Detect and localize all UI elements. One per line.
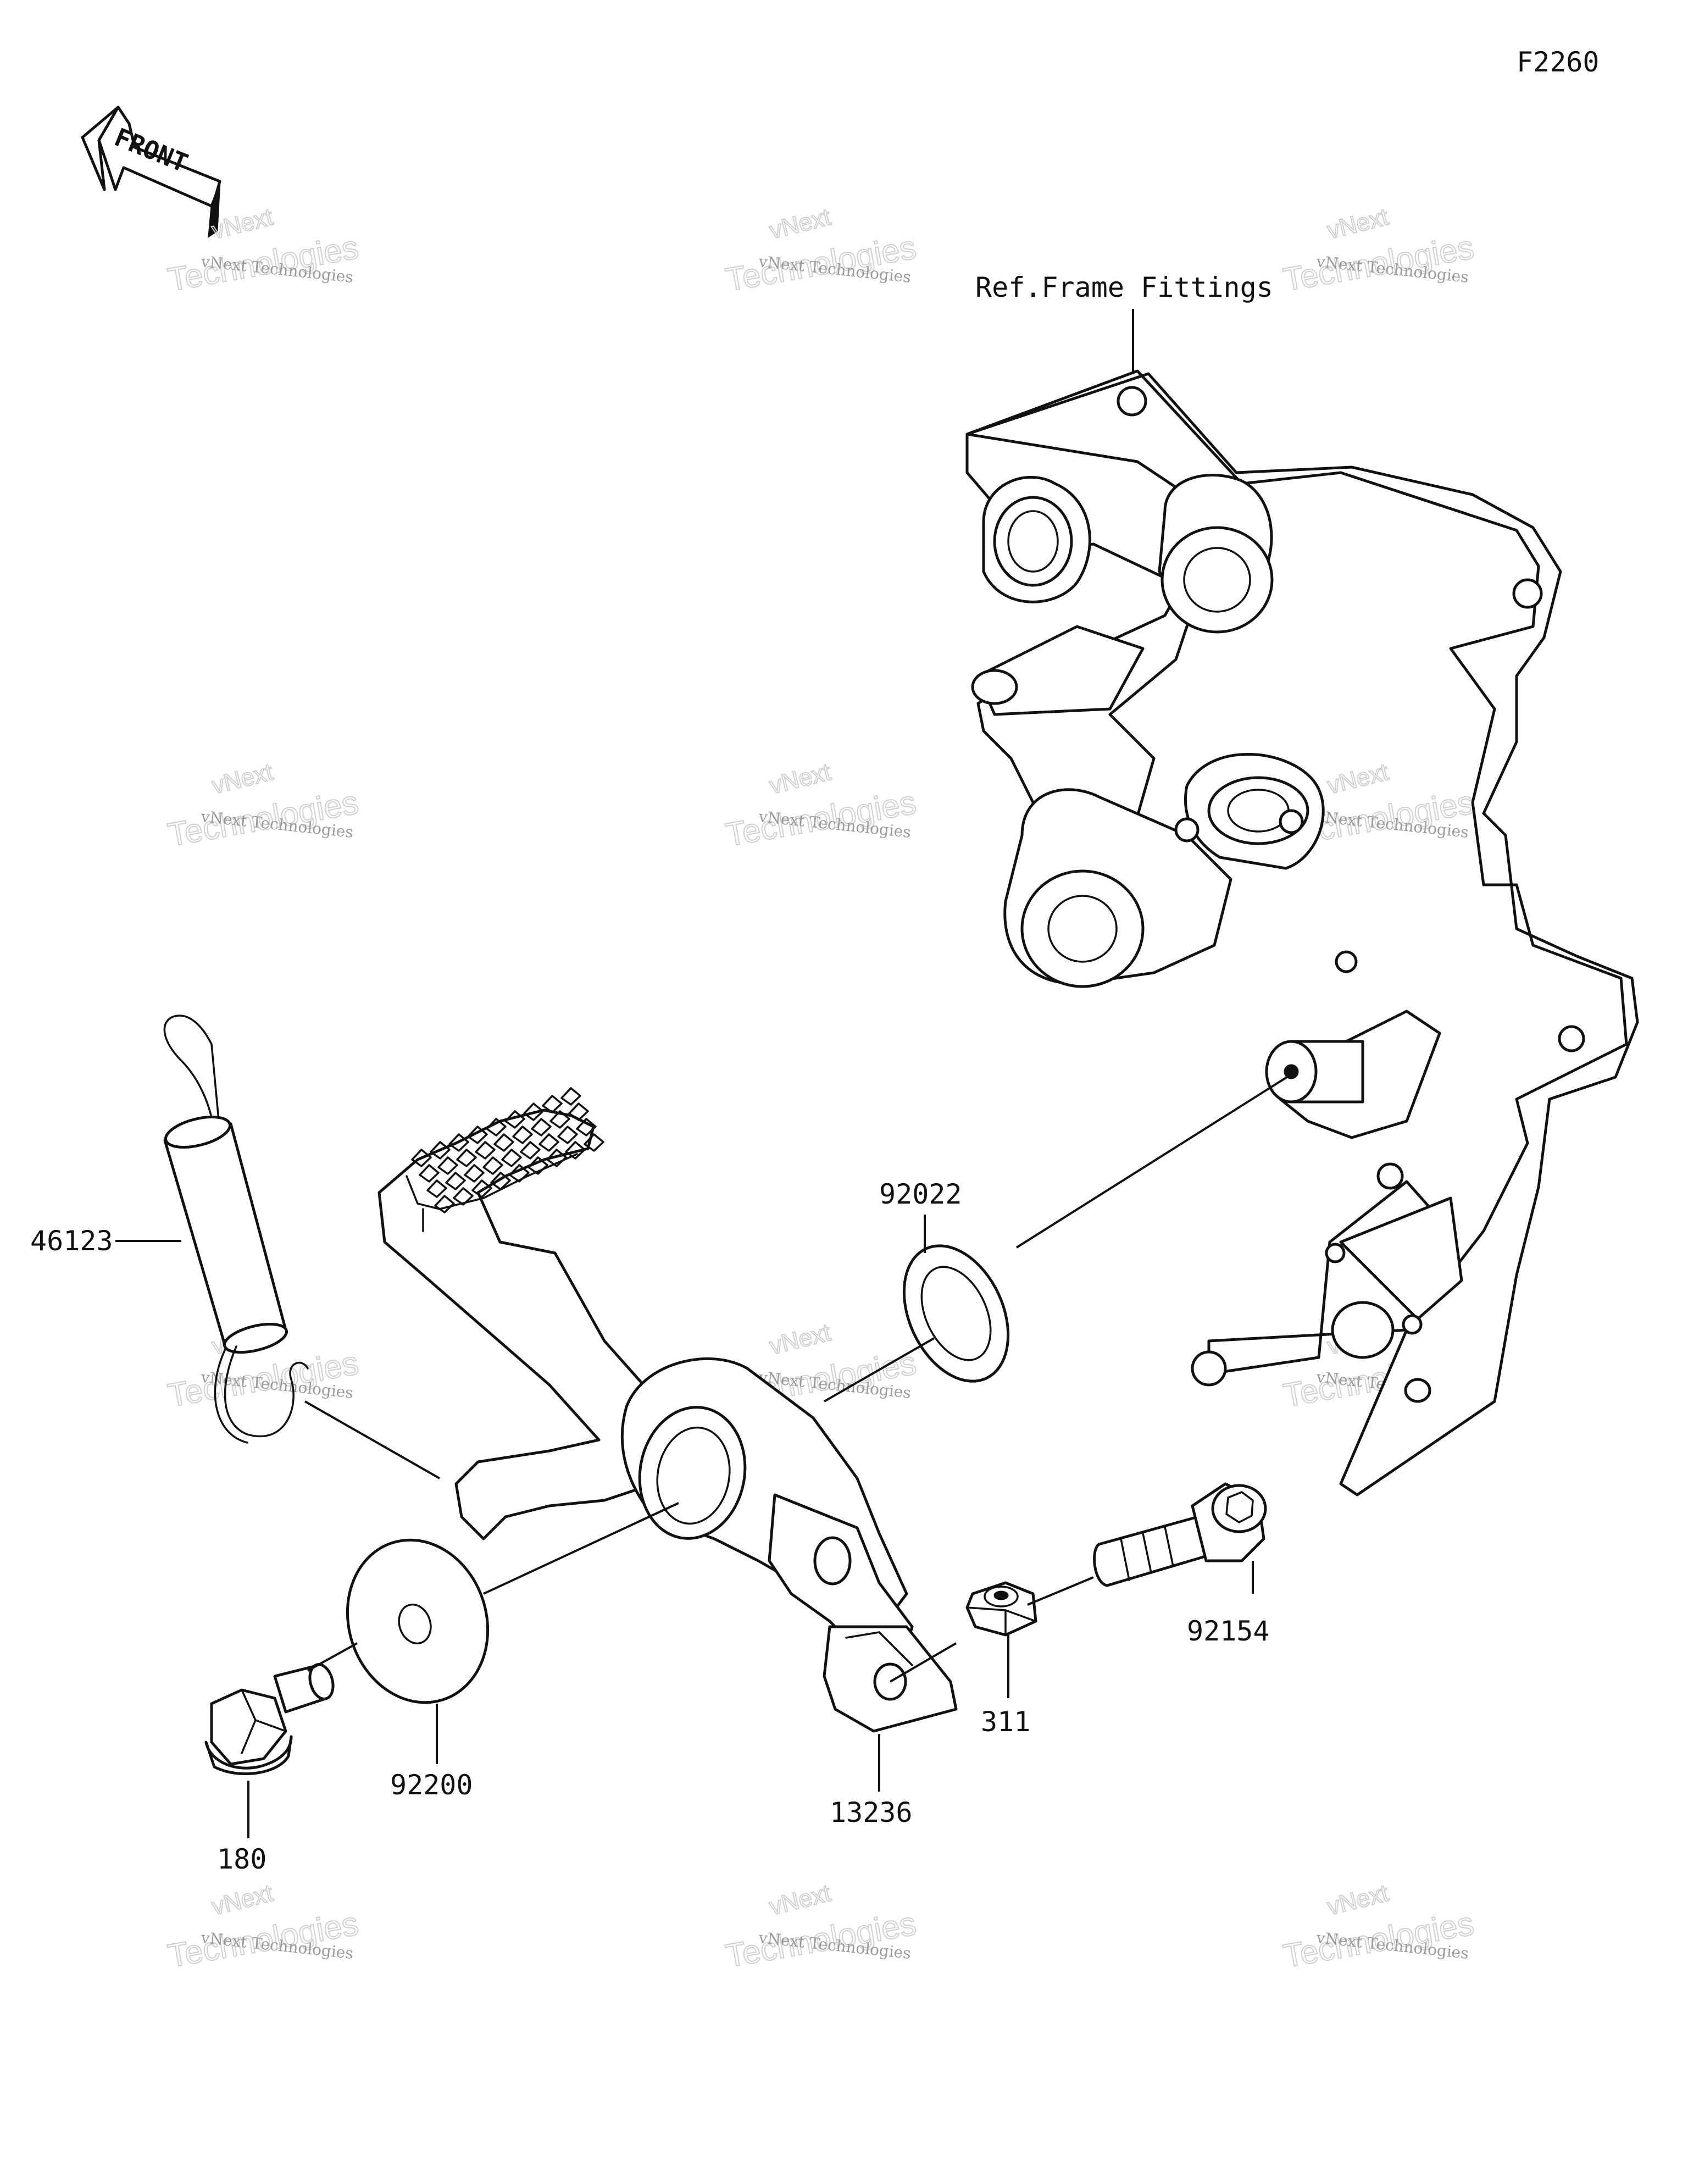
tread-tooth	[430, 1141, 451, 1160]
tread-tooth	[538, 1133, 559, 1152]
tread-tooth	[501, 1149, 522, 1167]
part-number-13236: 13236	[830, 1797, 913, 1828]
part-number-311: 311	[981, 1706, 1030, 1738]
tread-tooth	[411, 1149, 432, 1167]
part-92022-washer	[902, 1244, 1010, 1383]
tread-tooth	[490, 1172, 511, 1190]
washer-leader	[824, 1337, 935, 1403]
tread-tooth	[584, 1133, 604, 1152]
tread-tooth	[493, 1133, 514, 1152]
tread-tooth	[467, 1126, 488, 1144]
part-311-nut	[965, 1581, 1037, 1637]
tread-tooth	[576, 1118, 597, 1137]
watermark-brand: vNext	[209, 1880, 276, 1921]
tread-tooth	[512, 1126, 533, 1144]
part-number-46123: 46123	[30, 1225, 113, 1257]
tread-tooth	[419, 1164, 440, 1183]
pedal-bolt-leader	[889, 1642, 957, 1683]
watermark-brand: vNext	[767, 1319, 834, 1360]
tread-tooth	[448, 1133, 469, 1152]
tread-tooth	[482, 1156, 503, 1175]
tread-tooth	[453, 1187, 474, 1206]
tread-tooth	[531, 1118, 552, 1137]
tread-tooth	[437, 1156, 458, 1175]
tread-tooth	[565, 1141, 586, 1160]
nut-leader	[1027, 1576, 1094, 1606]
tread-tooth	[509, 1164, 530, 1183]
reference-note: Ref.Frame Fittings	[975, 271, 1273, 303]
frame-fittings-bracket	[965, 369, 1639, 1496]
watermark-brand: vNext	[1325, 203, 1391, 245]
figure-code: F2260	[1517, 46, 1600, 78]
tread-tooth	[475, 1141, 496, 1160]
watermark-brand: vNext	[209, 758, 276, 800]
tread-tooth	[542, 1095, 563, 1113]
part-92200-washer	[346, 1538, 490, 1704]
tread-tooth	[523, 1102, 544, 1121]
part-180-flange-bolt	[204, 1663, 335, 1776]
part-number-180: 180	[217, 1843, 266, 1875]
tread-tooth	[445, 1172, 466, 1190]
part-number-92154: 92154	[1187, 1615, 1270, 1647]
watermark-brand: vNext	[767, 203, 834, 245]
tread-tooth	[549, 1110, 570, 1129]
part-number-92200: 92200	[390, 1769, 473, 1801]
tread-tooth	[456, 1149, 477, 1167]
spring-leader	[304, 1400, 440, 1479]
shaft-leader	[1015, 1073, 1292, 1249]
tread-tooth	[520, 1141, 541, 1160]
tread-tooth	[426, 1179, 447, 1198]
tread-tooth	[504, 1110, 525, 1129]
tread-tooth	[557, 1126, 578, 1144]
part-number-92022: 92022	[879, 1178, 962, 1210]
part-46123-spring	[163, 1015, 309, 1444]
watermark-brand: vNext	[1325, 1880, 1391, 1921]
watermark-brand: vNext	[767, 1880, 834, 1921]
tread-tooth	[528, 1156, 548, 1175]
tread-tooth	[471, 1179, 492, 1198]
tread-tooth	[546, 1149, 567, 1167]
part-92154-bolt	[1093, 1482, 1267, 1587]
part-13236-brake-pedal	[377, 1087, 958, 1733]
watermark-brand: vNext	[767, 758, 834, 800]
tread-tooth	[560, 1087, 581, 1106]
pedal-tread-teeth	[411, 1087, 604, 1213]
front-direction-arrow-icon: FRONT	[81, 106, 221, 238]
tread-tooth	[568, 1102, 589, 1121]
watermark-brand: vNext	[209, 203, 276, 245]
bolt-leader	[307, 1642, 358, 1672]
tread-tooth	[486, 1118, 507, 1137]
tread-tooth	[464, 1164, 485, 1183]
watermark-brand: vNext	[1325, 758, 1391, 800]
tread-tooth	[434, 1195, 455, 1213]
pedal-pivot-leader	[483, 1502, 679, 1595]
